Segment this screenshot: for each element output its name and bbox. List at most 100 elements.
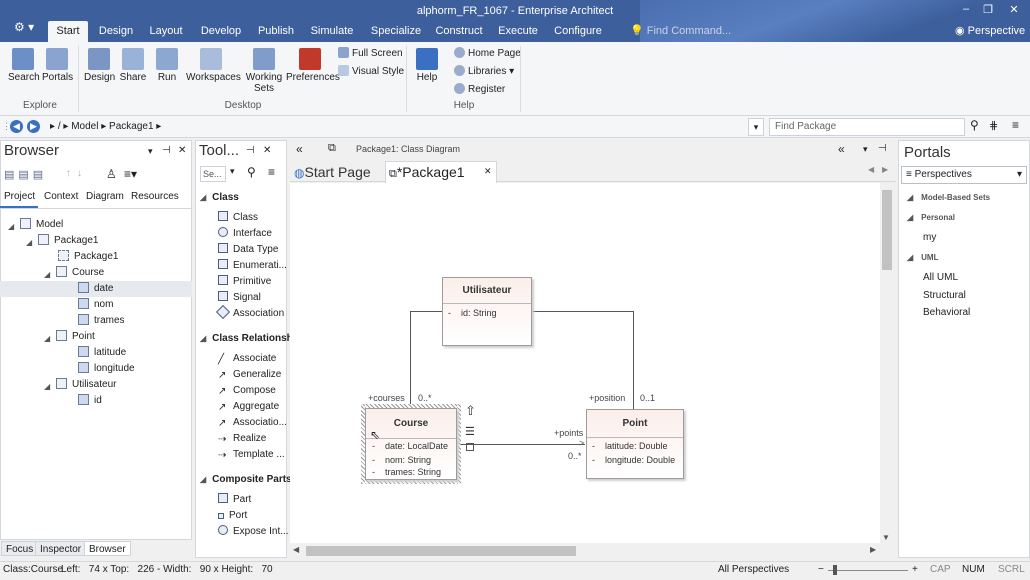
tool-aggregate[interactable]: ↗Aggregate [218,401,280,413]
browser-tab-resources[interactable]: Resources [131,191,179,202]
diagram-canvas[interactable] [290,183,880,543]
tab-close-icon[interactable]: ✕ [484,166,492,176]
tool-data-type[interactable]: Data Type [218,242,278,258]
scroll-left-icon[interactable]: ◀ [293,545,300,554]
browser-tab-diagram[interactable]: Diagram [86,191,124,202]
tool-associate[interactable]: ╱Associate [218,353,277,365]
help-button[interactable]: Help [412,48,442,83]
tool-port[interactable]: Port [218,508,247,524]
browser-tab-project[interactable]: Project [4,191,36,202]
tree-item-package1-diagram[interactable]: Package1 [58,249,118,265]
toolbox-section-class[interactable]: ◢Class [200,192,239,203]
class-point[interactable]: Point [586,409,684,479]
dropdown-icon[interactable]: ▾ [230,166,235,176]
tab-specialize[interactable]: Specialize [370,25,422,37]
class-utilisateur[interactable]: Utilisateur [442,277,532,346]
panel-dropdown-icon[interactable]: ▾ [148,146,153,156]
portals-button[interactable]: Portals [42,48,73,83]
tab-execute[interactable]: Execute [498,25,538,37]
tab-layout[interactable]: Layout [149,25,183,37]
bottom-tab-browser[interactable]: Browser [84,541,131,556]
tree-item-longitude[interactable]: longitude [78,361,135,377]
tab-publish[interactable]: Publish [257,25,295,37]
breadcrumb-package1[interactable]: Package1 [109,121,154,132]
find-options-icon[interactable]: ⋕ [989,120,999,132]
connector-segment[interactable] [531,311,633,312]
tool-template-binding[interactable]: ⇢Template ... [218,449,285,461]
bottom-tab-focus[interactable]: Focus [1,541,39,556]
tree-item-model[interactable]: ◢Model [8,218,64,231]
tool-part[interactable]: Part [218,492,251,508]
share-button[interactable]: Share [118,48,148,83]
preferences-button[interactable]: Preferences [286,48,340,83]
portal-item-my[interactable]: my [923,232,937,243]
breadcrumb-dropdown[interactable]: ▾ [748,118,764,136]
browser-toolbar[interactable]: ▤▤▤ [4,169,48,181]
tree-item-trames[interactable]: trames [78,313,125,329]
hamburger-menu-icon[interactable]: ≡ [268,165,276,179]
zoom-in-icon[interactable]: + [912,564,918,575]
tree-item-date[interactable]: date [78,281,113,297]
tab-package1[interactable]: ⧉*Package1 [385,161,497,183]
working-sets-button[interactable]: Working Sets [242,48,286,94]
perspective-button[interactable]: ◉ Perspective [955,25,1026,37]
breadcrumb-model[interactable]: Model [71,121,99,132]
pin-icon[interactable]: ⊣ [246,145,255,156]
connector-segment[interactable] [461,444,585,445]
portal-section-uml[interactable]: ◢UML [907,253,939,262]
horizontal-scroll-thumb[interactable] [306,546,576,556]
tool-enumeration[interactable]: Enumerati... [218,258,287,274]
register-button[interactable]: Register [454,82,505,98]
minimize-icon[interactable]: – [962,3,970,15]
tab-start-page[interactable]: ◍Start Page [294,164,371,180]
tool-signal[interactable]: Signal [218,290,261,306]
portal-section-personal[interactable]: ◢Personal [907,213,955,222]
element-menu-icon[interactable]: ☰ [465,426,475,438]
run-button[interactable]: Run [152,48,182,83]
class-course[interactable]: Course [365,408,457,480]
tab-scroll-right-icon[interactable]: ▶ [882,165,889,174]
search-button[interactable]: Search [8,48,40,83]
user-icon[interactable]: ♙ [106,167,117,181]
tool-association-class[interactable]: ↗Associatio... [218,417,287,429]
connector-segment[interactable] [410,311,411,404]
connector-segment[interactable] [410,311,442,312]
zoom-out-icon[interactable]: − [818,564,824,575]
portal-item-structural[interactable]: Structural [923,290,966,301]
close-icon[interactable]: ✕ [178,145,187,156]
scroll-right-icon[interactable]: ▶ [870,545,877,554]
move-arrows-icon[interactable]: ↑↓ [66,168,88,179]
zoom-slider[interactable] [828,570,908,571]
tab-scroll-left-icon[interactable]: ◀ [868,165,875,174]
tree-item-utilisateur[interactable]: ◢Utilisateur [44,378,117,391]
connector-segment[interactable] [633,311,634,409]
tool-association[interactable]: Association [215,304,284,322]
toolbox-section-class-relationship[interactable]: ◢Class Relationship [200,333,302,344]
back-icon[interactable]: ◀ [10,120,23,133]
element-toolbar-icon[interactable] [466,443,474,451]
tree-item-point[interactable]: ◢Point [44,330,95,343]
portal-item-behavioral[interactable]: Behavioral [923,307,971,318]
tab-design[interactable]: Design [98,25,134,37]
home-page-button[interactable]: Home Page [454,46,521,62]
breadcrumb-root[interactable]: / [57,121,61,132]
tool-realize[interactable]: ⇢Realize [218,433,267,445]
tool-interface[interactable]: Interface [218,226,272,242]
hamburger-menu-icon[interactable]: ≡ [1012,118,1020,132]
toolbox-section-composite-parts[interactable]: ◢Composite Parts [200,474,292,485]
pin-icon[interactable]: ⊣ [162,145,171,156]
close-icon[interactable]: ✕ [263,145,272,156]
close-icon[interactable]: ✕ [1009,4,1019,16]
app-menu-button[interactable]: ⚙ ▾ [14,20,35,34]
toolbox-search-input[interactable]: Se... [200,166,226,182]
pin-icon[interactable]: ⊣ [878,143,887,154]
vertical-scroll-thumb[interactable] [882,190,892,270]
forward-icon[interactable]: ▶ [27,120,40,133]
tool-class[interactable]: Class [218,210,258,226]
tree-item-package1[interactable]: ◢Package1 [26,234,99,247]
zoom-slider-thumb[interactable] [833,565,837,575]
collapse-right-icon[interactable]: « [838,142,845,156]
restore-icon[interactable]: ❐ [983,4,993,16]
libraries-button[interactable]: Libraries ▾ [454,64,514,80]
tool-expose-interface[interactable]: Expose Int... [218,524,289,540]
